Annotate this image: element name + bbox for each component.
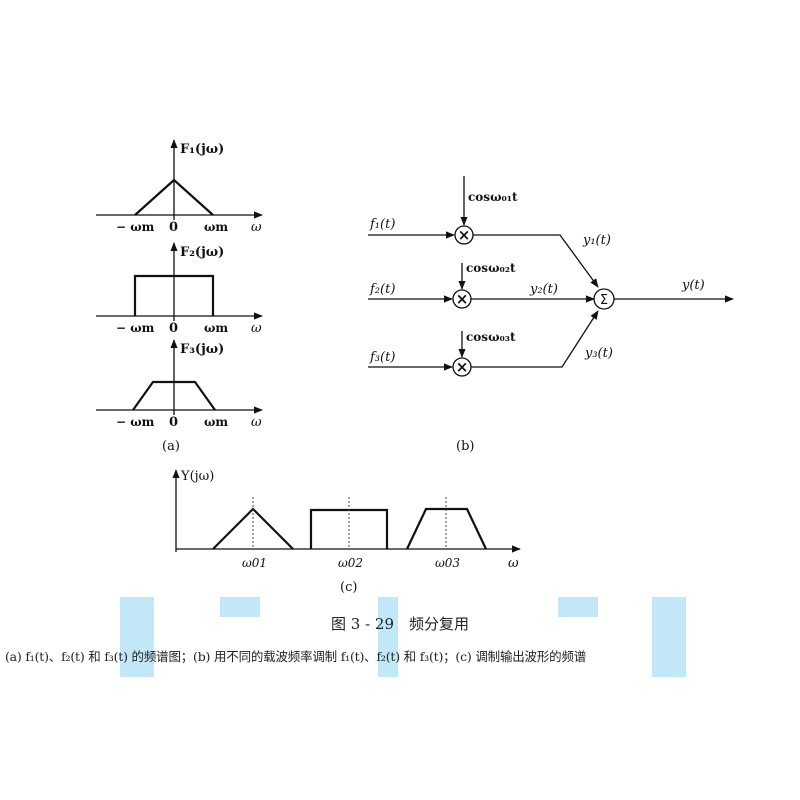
f2-zero: 0 <box>169 321 178 336</box>
f2-omega: ω <box>251 321 262 336</box>
figure-caption-title: 图 3 - 29 频分复用 <box>330 615 469 633</box>
input-f2-label: f₂(t) <box>369 282 395 297</box>
spectrum-f1: F₁(jω) − ωm 0 ωm ω <box>96 139 263 235</box>
panel-c-sublabel: (c) <box>340 580 357 595</box>
f1-label: F₁(jω) <box>180 142 224 157</box>
watermark-block-1 <box>120 597 154 677</box>
spectrum-f2: F₂(jω) − ωm 0 ωm ω <box>96 242 263 336</box>
carrier-1-label: cosω₀₁t <box>468 190 518 204</box>
path-y1 <box>473 234 599 288</box>
multiplier-1-symbol: × <box>458 226 471 244</box>
multiplier-2: × <box>452 289 472 309</box>
panel-a-sublabel: (a) <box>162 439 180 454</box>
watermark-block-3 <box>378 597 398 677</box>
c-omega: ω <box>508 556 519 571</box>
f2-rect-spectrum <box>133 274 215 316</box>
watermark-block-4 <box>558 597 598 617</box>
f1-omega: ω <box>251 220 262 235</box>
label-y3: y₃(t) <box>584 346 613 361</box>
label-y2: y₂(t) <box>529 282 558 297</box>
summing-junction: Σ <box>593 288 615 310</box>
watermark-block-2 <box>220 597 260 617</box>
c-w02-label: ω02 <box>338 556 363 570</box>
f1-zero: 0 <box>169 220 178 235</box>
f3-pos-wm: ωm <box>204 415 228 429</box>
input-f1-label: f₁(t) <box>369 217 395 232</box>
panel-a: F₁(jω) − ωm 0 ωm ω F₂(jω) − ωm 0 ωm ω F₃… <box>96 139 263 454</box>
label-y1: y₁(t) <box>582 233 611 248</box>
watermark-block-5 <box>652 597 686 677</box>
f2-neg-wm: − ωm <box>116 321 155 335</box>
f3-trapezoid-spectrum <box>132 380 216 411</box>
f1-neg-wm: − ωm <box>116 220 155 234</box>
path-y3 <box>471 310 599 368</box>
c-w03-label: ω03 <box>435 556 460 570</box>
multiplier-3-symbol: × <box>456 358 469 376</box>
multiplier-2-symbol: × <box>456 290 469 308</box>
summing-symbol: Σ <box>600 293 608 308</box>
figure-caption-text: (a) f₁(t)、f₂(t) 和 f₃(t) 的频谱图；(b) 用不同的载波频… <box>5 649 587 664</box>
panel-b: cosω₀₁t cosω₀₂t cosω₀₃t f₁(t) f₂(t) f₃(t… <box>368 176 734 454</box>
f3-zero: 0 <box>169 415 178 430</box>
panel-b-sublabel: (b) <box>456 439 474 454</box>
output-label: y(t) <box>681 278 705 293</box>
input-f3-label: f₃(t) <box>369 350 395 365</box>
spectrum-f3: F₃(jω) − ωm 0 ωm ω <box>96 339 263 430</box>
carrier-2-label: cosω₀₂t <box>466 261 516 275</box>
multiplier-3: × <box>452 357 472 377</box>
f3-label: F₃(jω) <box>180 342 224 357</box>
f1-pos-wm: ωm <box>204 220 228 234</box>
f1-triangle-spectrum <box>134 178 214 216</box>
f3-omega: ω <box>251 415 262 430</box>
c-y-label: Y(jω) <box>180 469 214 484</box>
f3-neg-wm: − ωm <box>116 415 155 429</box>
c-w01-label: ω01 <box>242 556 267 570</box>
multiplier-1: × <box>454 225 474 245</box>
panel-c: Y(jω) ω01 ω02 ω03 ω (c) <box>172 469 521 595</box>
f2-label: F₂(jω) <box>180 245 224 260</box>
carrier-3-label: cosω₀₃t <box>466 330 516 344</box>
f2-pos-wm: ωm <box>204 321 228 335</box>
